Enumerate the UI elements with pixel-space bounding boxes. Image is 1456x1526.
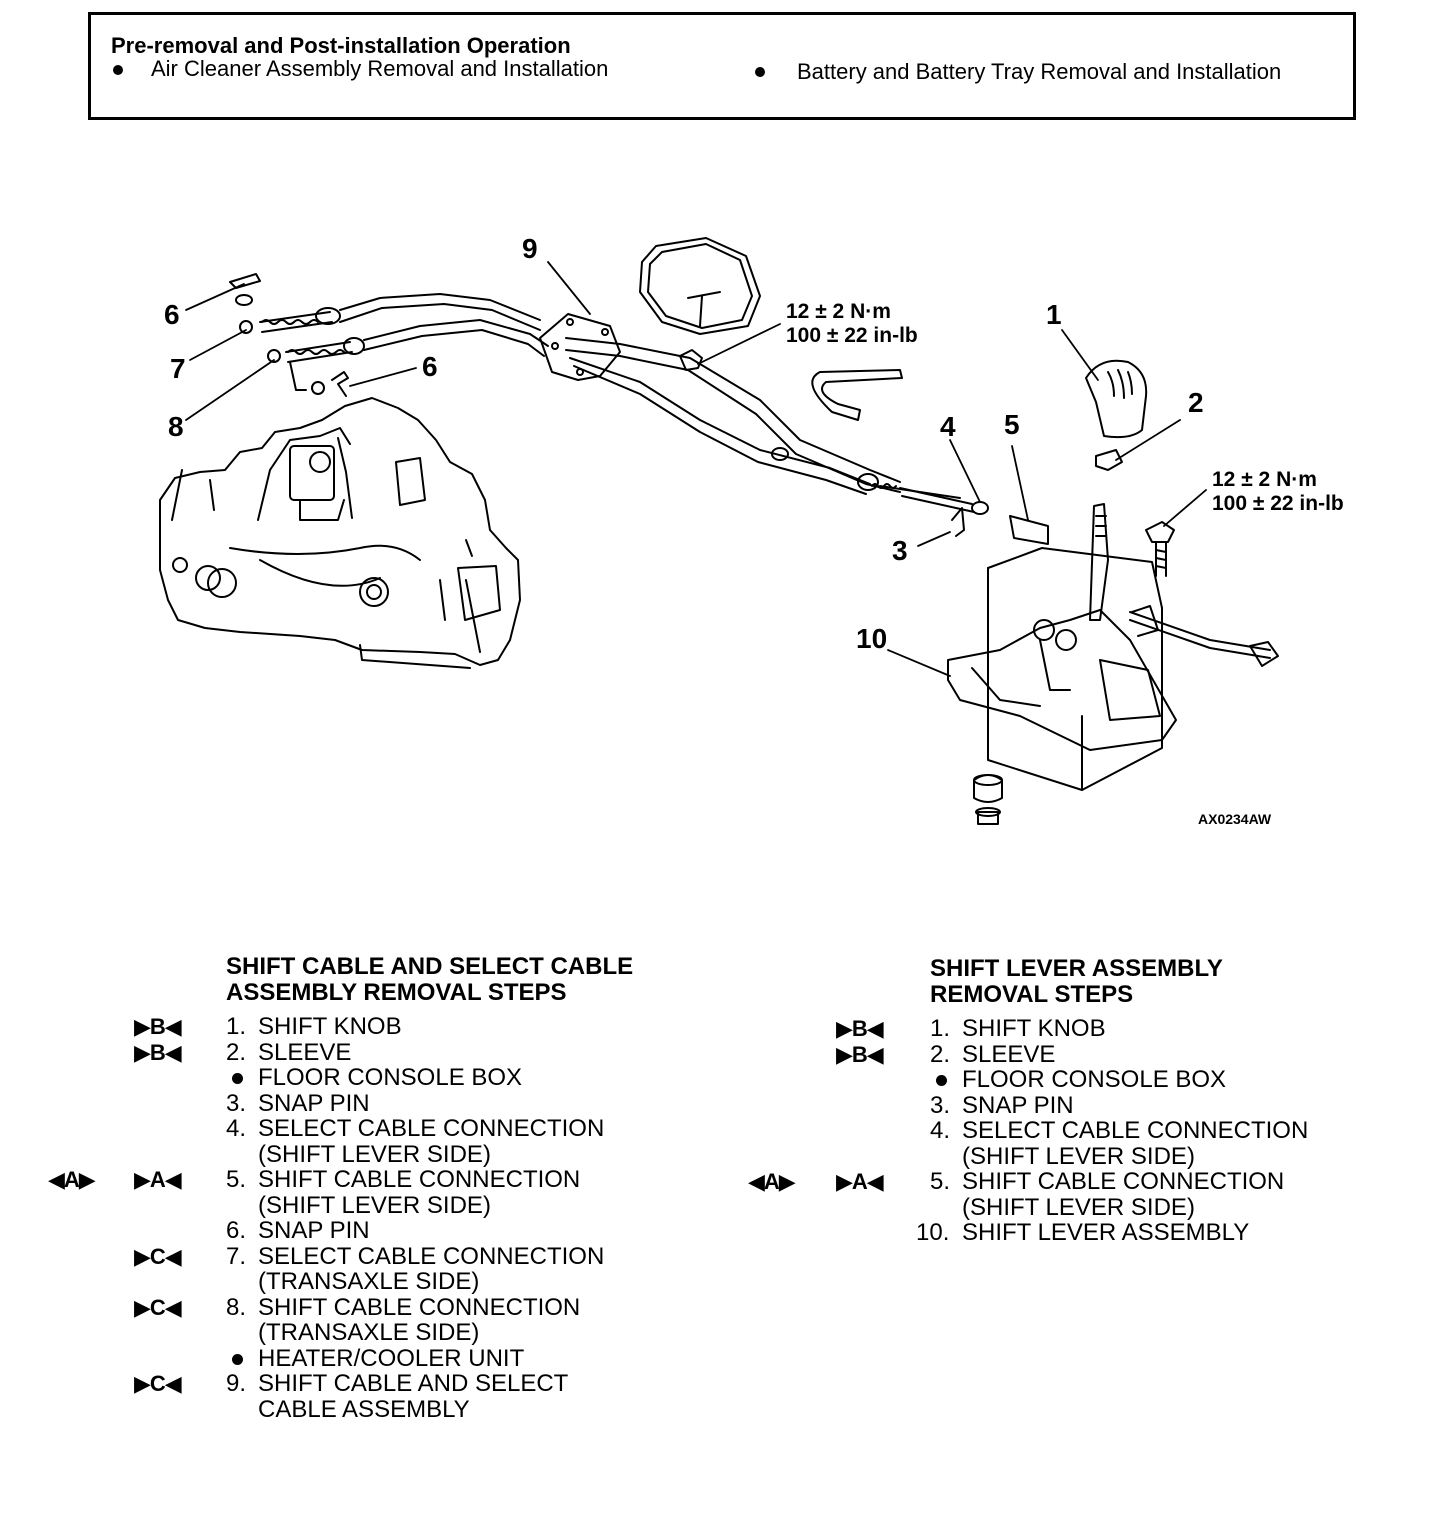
torque-spec-line1: 12 ± 2 N·m bbox=[1212, 468, 1317, 491]
callout-6-upper: 6 bbox=[164, 299, 180, 330]
step-text-continued: (SHIFT LEVER SIDE) bbox=[962, 1193, 1195, 1221]
pre-removal-item: Battery and Battery Tray Removal and Ins… bbox=[797, 59, 1282, 84]
step-text: SHIFT CABLE CONNECTION bbox=[962, 1168, 1285, 1195]
step-number: 7. bbox=[226, 1242, 247, 1270]
step-number: 3. bbox=[930, 1091, 951, 1119]
service-point-symbol: ▶B◀ bbox=[836, 1041, 884, 1067]
step-text: SELECT CABLE CONNECTION bbox=[962, 1117, 1309, 1144]
step-text: SNAP PIN bbox=[962, 1091, 1074, 1119]
service-point-symbol: ▶C◀ bbox=[134, 1371, 182, 1396]
step-number: 2. bbox=[226, 1038, 247, 1066]
left-steps-heading: SHIFT CABLE AND SELECT CABLE ASSEMBLY RE… bbox=[226, 953, 634, 1006]
step-text: FLOOR CONSOLE BOX bbox=[258, 1064, 523, 1091]
service-point-symbol: ▶A◀ bbox=[134, 1167, 182, 1192]
step-number: 5. bbox=[226, 1166, 247, 1193]
step-text: SELECT CABLE CONNECTION bbox=[258, 1115, 605, 1142]
service-point-symbol: ◀A▶ bbox=[48, 1167, 96, 1192]
step-text: SHIFT CABLE AND SELECT bbox=[258, 1370, 569, 1397]
callout-6-lower: 6 bbox=[422, 351, 438, 382]
step-number: 4. bbox=[226, 1115, 247, 1142]
bullet-icon bbox=[113, 65, 123, 75]
bullet-icon bbox=[232, 1065, 243, 1091]
service-point-symbol: ▶B◀ bbox=[134, 1039, 182, 1065]
service-point-symbol: ▶C◀ bbox=[134, 1243, 182, 1269]
nut-drawing bbox=[679, 349, 703, 371]
bullet-icon bbox=[936, 1067, 947, 1093]
torque-spec-line2: 100 ± 22 in-lb bbox=[786, 324, 918, 347]
service-point-symbol: ▶C◀ bbox=[134, 1294, 182, 1320]
step-text: SLEEVE bbox=[258, 1038, 352, 1066]
step-text: SHIFT LEVER ASSEMBLY bbox=[962, 1219, 1250, 1246]
step-number: 5. bbox=[930, 1168, 951, 1195]
bullet-dot-icon bbox=[232, 1073, 243, 1085]
callout-2: 2 bbox=[1188, 387, 1204, 418]
step-number: 3. bbox=[226, 1089, 247, 1117]
callout-7: 7 bbox=[170, 353, 186, 384]
pre-removal-box: Pre-removal and Post-installation Operat… bbox=[88, 12, 1356, 120]
exploded-diagram: 1 2 3 4 5 6 6 7 8 9 10 12 ± 2 N·m 100 ± … bbox=[159, 233, 1344, 827]
pre-removal-item: Air Cleaner Assembly Removal and Install… bbox=[151, 56, 609, 81]
bushing-drawing bbox=[973, 774, 1003, 825]
pre-removal-title: Pre-removal and Post-installation Operat… bbox=[111, 33, 571, 58]
callout-4: 4 bbox=[940, 411, 956, 442]
step-text: SELECT CABLE CONNECTION bbox=[258, 1242, 605, 1270]
retainer-clip-drawing bbox=[811, 369, 903, 421]
snap-pin-drawing bbox=[951, 507, 965, 537]
step-text: SNAP PIN bbox=[258, 1089, 370, 1117]
transaxle-case-drawing bbox=[159, 397, 521, 669]
shift-knob-drawing bbox=[1085, 359, 1148, 439]
step-text: SHIFT KNOB bbox=[258, 1013, 402, 1040]
service-point-symbol: ▶B◀ bbox=[134, 1014, 182, 1039]
bullet-dot-icon bbox=[936, 1075, 947, 1087]
bullet-dot-icon bbox=[232, 1353, 243, 1365]
step-text-continued: (TRANSAXLE SIDE) bbox=[258, 1319, 480, 1346]
shift-lever-assembly-drawing bbox=[947, 503, 1279, 791]
step-text-continued: (SHIFT LEVER SIDE) bbox=[258, 1191, 491, 1219]
step-text: SNAP PIN bbox=[258, 1217, 370, 1244]
service-point-symbol: ▶A◀ bbox=[836, 1169, 884, 1194]
step-text: FLOOR CONSOLE BOX bbox=[962, 1066, 1227, 1093]
right-steps-heading: SHIFT LEVER ASSEMBLY REMOVAL STEPS bbox=[930, 955, 1223, 1008]
step-text-continued: (SHIFT LEVER SIDE) bbox=[258, 1140, 491, 1168]
bullet-icon bbox=[755, 67, 765, 77]
step-text: HEATER/COOLER UNIT bbox=[258, 1344, 525, 1372]
step-number: 10. bbox=[916, 1219, 950, 1246]
step-text: SLEEVE bbox=[962, 1040, 1056, 1068]
callout-8: 8 bbox=[168, 411, 184, 442]
service-point-symbol: ▶B◀ bbox=[836, 1016, 884, 1041]
callout-10: 10 bbox=[856, 623, 887, 654]
step-number: 2. bbox=[930, 1040, 951, 1068]
drawing-code: AX0234AW bbox=[1198, 811, 1272, 827]
step-text: SHIFT CABLE CONNECTION bbox=[258, 1166, 581, 1193]
step-number: 8. bbox=[226, 1293, 247, 1321]
step-text: SHIFT CABLE CONNECTION bbox=[258, 1293, 581, 1321]
step-number: 9. bbox=[226, 1370, 247, 1397]
step-text: SHIFT KNOB bbox=[962, 1015, 1106, 1042]
torque-spec-line1: 12 ± 2 N·m bbox=[786, 300, 891, 323]
sleeve-drawing bbox=[1095, 449, 1123, 471]
bullet-icon bbox=[232, 1346, 243, 1372]
cable-ends-drawing bbox=[229, 273, 549, 397]
step-text-continued: (SHIFT LEVER SIDE) bbox=[962, 1142, 1195, 1170]
callout-1: 1 bbox=[1046, 299, 1062, 330]
service-point-symbol: ◀A▶ bbox=[748, 1169, 796, 1194]
callout-9: 9 bbox=[522, 233, 538, 264]
grommet-cover-drawing bbox=[639, 237, 761, 335]
step-number: 6. bbox=[226, 1217, 247, 1244]
bolt-drawing bbox=[1145, 521, 1175, 577]
step-number: 1. bbox=[930, 1015, 951, 1042]
leader-lines bbox=[185, 261, 1207, 677]
step-text-continued: CABLE ASSEMBLY bbox=[258, 1395, 470, 1423]
callout-5: 5 bbox=[1004, 409, 1020, 440]
step-number: 4. bbox=[930, 1117, 951, 1144]
callout-3: 3 bbox=[892, 535, 908, 566]
step-text-continued: (TRANSAXLE SIDE) bbox=[258, 1268, 480, 1295]
step-number: 1. bbox=[226, 1013, 247, 1040]
torque-spec-line2: 100 ± 22 in-lb bbox=[1212, 492, 1344, 515]
cable-clip-drawing bbox=[1009, 515, 1049, 545]
cable-bracket-drawing bbox=[539, 313, 989, 515]
